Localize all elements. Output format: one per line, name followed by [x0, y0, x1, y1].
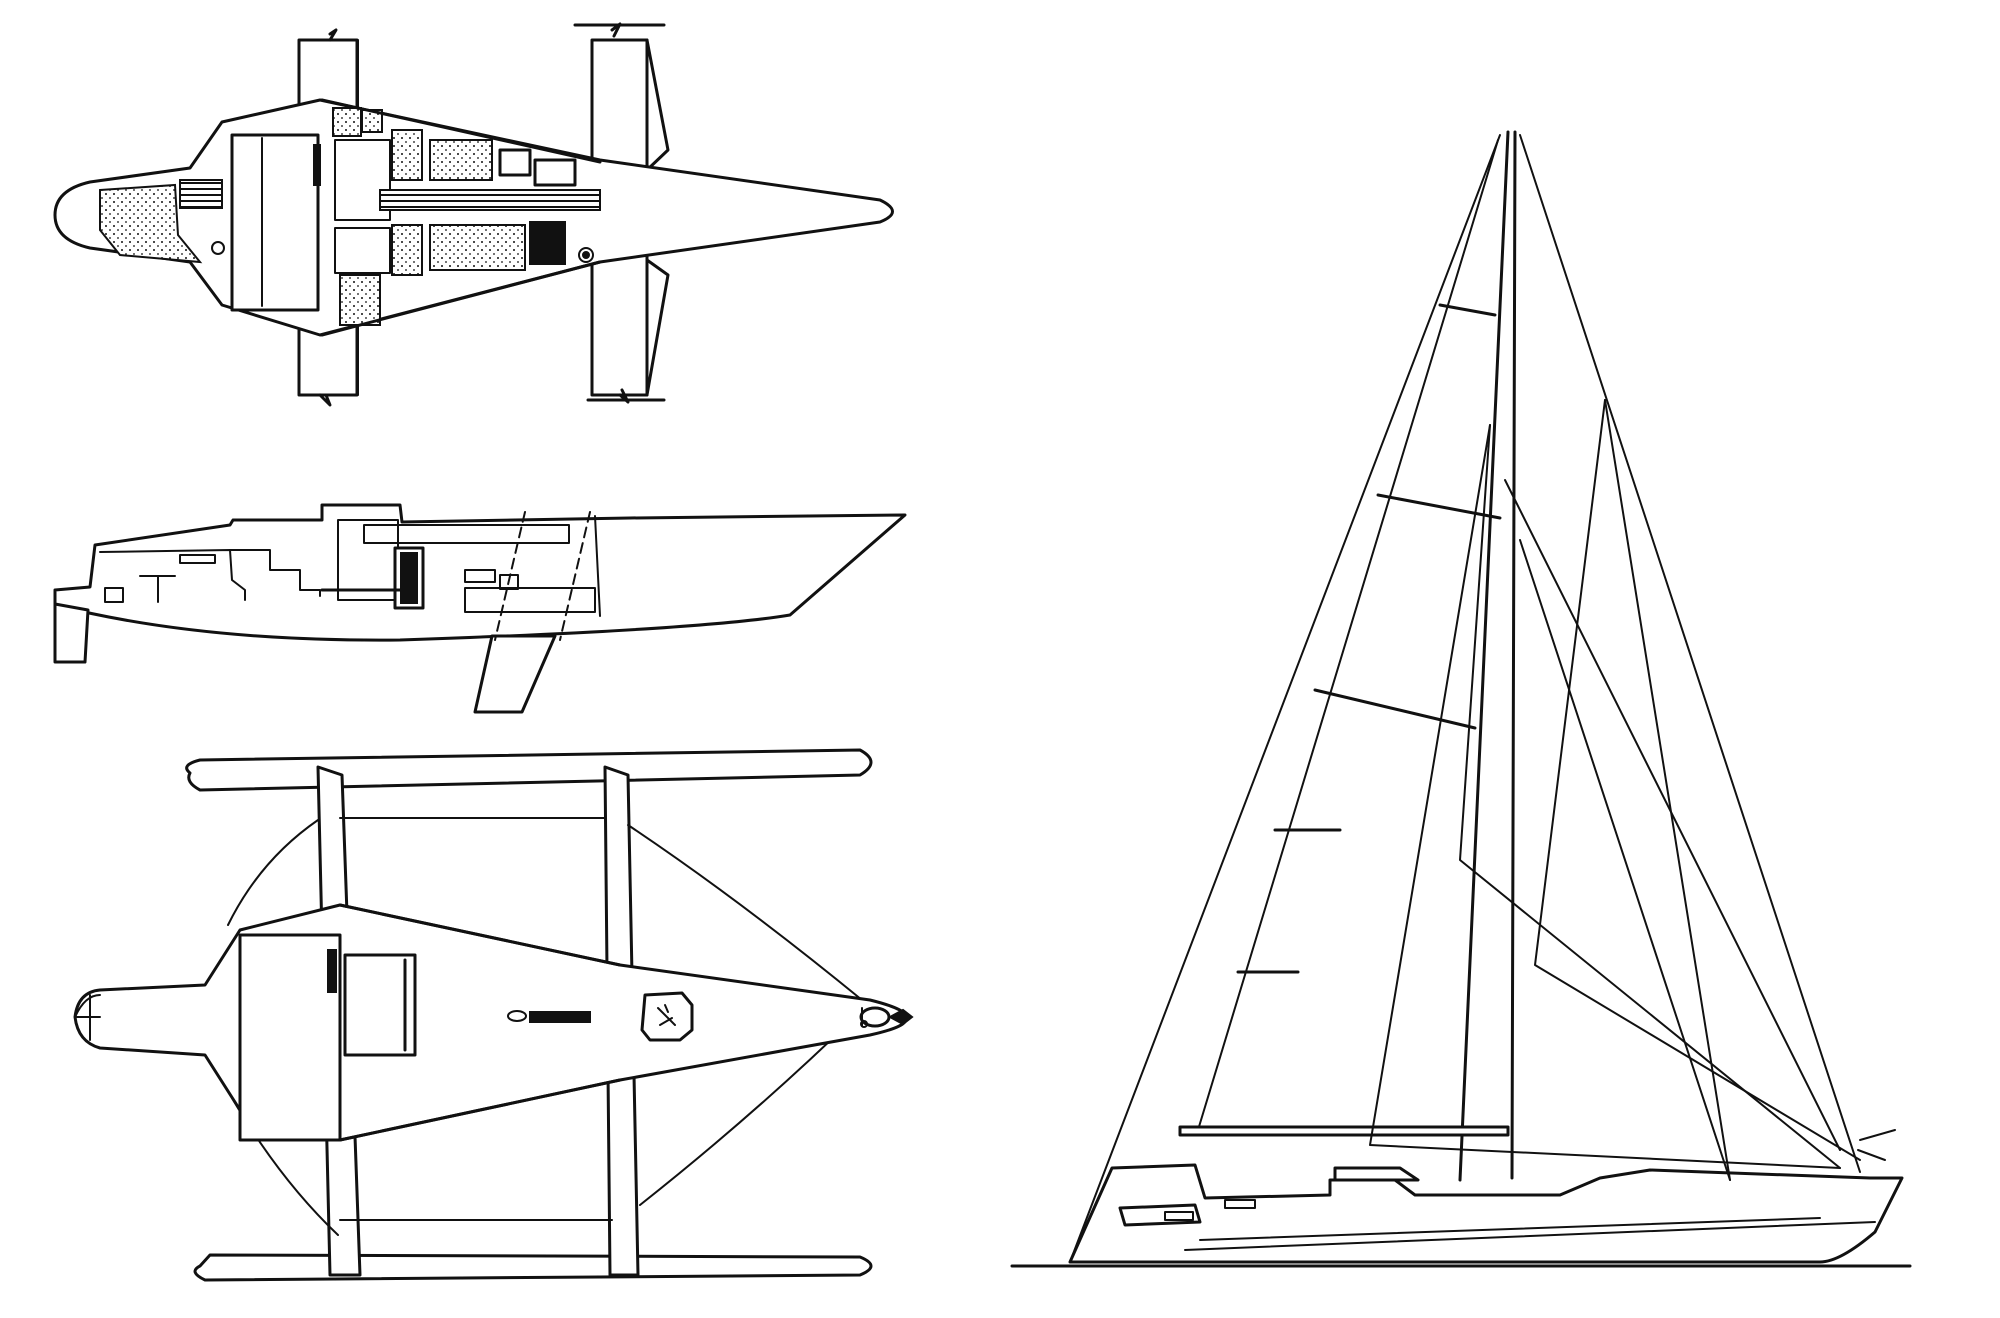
net-port-aft: [627, 824, 863, 1001]
mainsail-leech: [1197, 139, 1499, 1131]
main-hull-deck: [73, 903, 908, 1142]
chart-table: [498, 148, 532, 177]
sail-plan-view: [1010, 130, 1912, 1268]
aft-berth: [99, 183, 203, 264]
cockpit: [230, 133, 320, 312]
boom: [1178, 1125, 1510, 1137]
saloon-sole: [379, 189, 601, 211]
batten-3: [1313, 688, 1477, 730]
forestay: [1519, 134, 1861, 1173]
tiller: [313, 144, 321, 186]
mast-step: [529, 1011, 591, 1023]
rudder: [53, 602, 90, 664]
port-ama: [185, 748, 873, 792]
net-port-fwd: [227, 819, 319, 926]
deck-cockpit: [238, 933, 342, 1142]
batten-1: [1438, 303, 1497, 317]
port-fin-lower: [645, 258, 670, 397]
interior-plan-view: [53, 22, 894, 407]
port-fin-upper: [645, 38, 670, 172]
galley-stove: [529, 221, 566, 265]
jib: [1069, 134, 1501, 1263]
daggerboard: [473, 634, 557, 714]
head: [339, 274, 381, 326]
genoa: [1369, 424, 1841, 1169]
deck-plan-view: [73, 748, 914, 1282]
batten-2: [1376, 493, 1502, 520]
reacher: [1534, 399, 1861, 1161]
companionway-hatch: [343, 953, 417, 1057]
profile-section-view: [53, 503, 907, 714]
mast: [1458, 130, 1510, 1182]
starboard-ama: [193, 1253, 873, 1282]
